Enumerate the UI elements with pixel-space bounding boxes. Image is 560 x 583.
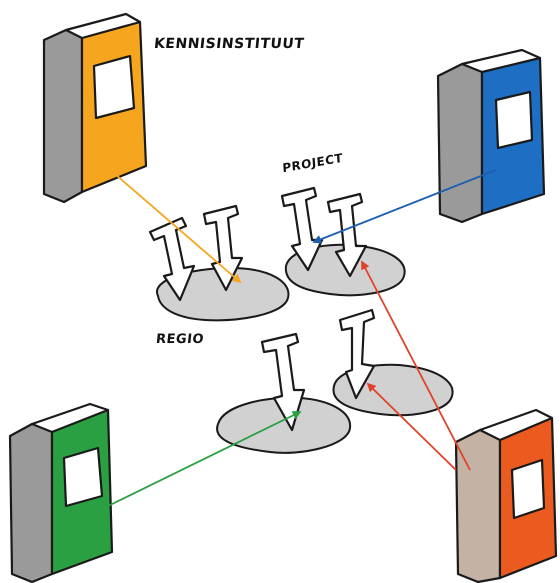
figure-bottom-left — [260, 332, 306, 432]
arrow-blue — [312, 169, 497, 244]
book-top-left — [42, 12, 148, 204]
book-bottom-left-page — [62, 446, 104, 508]
book-top-left-spine — [42, 28, 84, 204]
platform-bottom-left — [216, 396, 352, 454]
figure-project-2 — [326, 192, 368, 278]
arrow-red-2 — [366, 382, 457, 471]
arrow-green — [107, 411, 302, 507]
book-bottom-left — [8, 402, 114, 583]
figure-project-1 — [280, 186, 324, 272]
book-top-left-page — [92, 54, 136, 120]
connections — [107, 167, 497, 507]
book-top-right — [436, 48, 546, 224]
figure-regio-1 — [148, 216, 196, 302]
platforms — [156, 243, 454, 454]
book-bottom-right-spine — [454, 428, 502, 583]
label-kennisinstituut: KENNISINSTITUUT — [153, 36, 306, 52]
book-bottom-right-page — [510, 458, 546, 520]
arrow-orange — [107, 167, 242, 284]
label-regio: REGIO — [155, 332, 205, 347]
book-top-right-spine — [436, 62, 484, 224]
book-bottom-right — [454, 408, 558, 583]
book-bottom-left-spine — [8, 422, 54, 583]
arrow-red-1 — [361, 260, 471, 471]
figure-bottom-right — [338, 308, 376, 400]
book-top-right-page — [494, 90, 534, 150]
